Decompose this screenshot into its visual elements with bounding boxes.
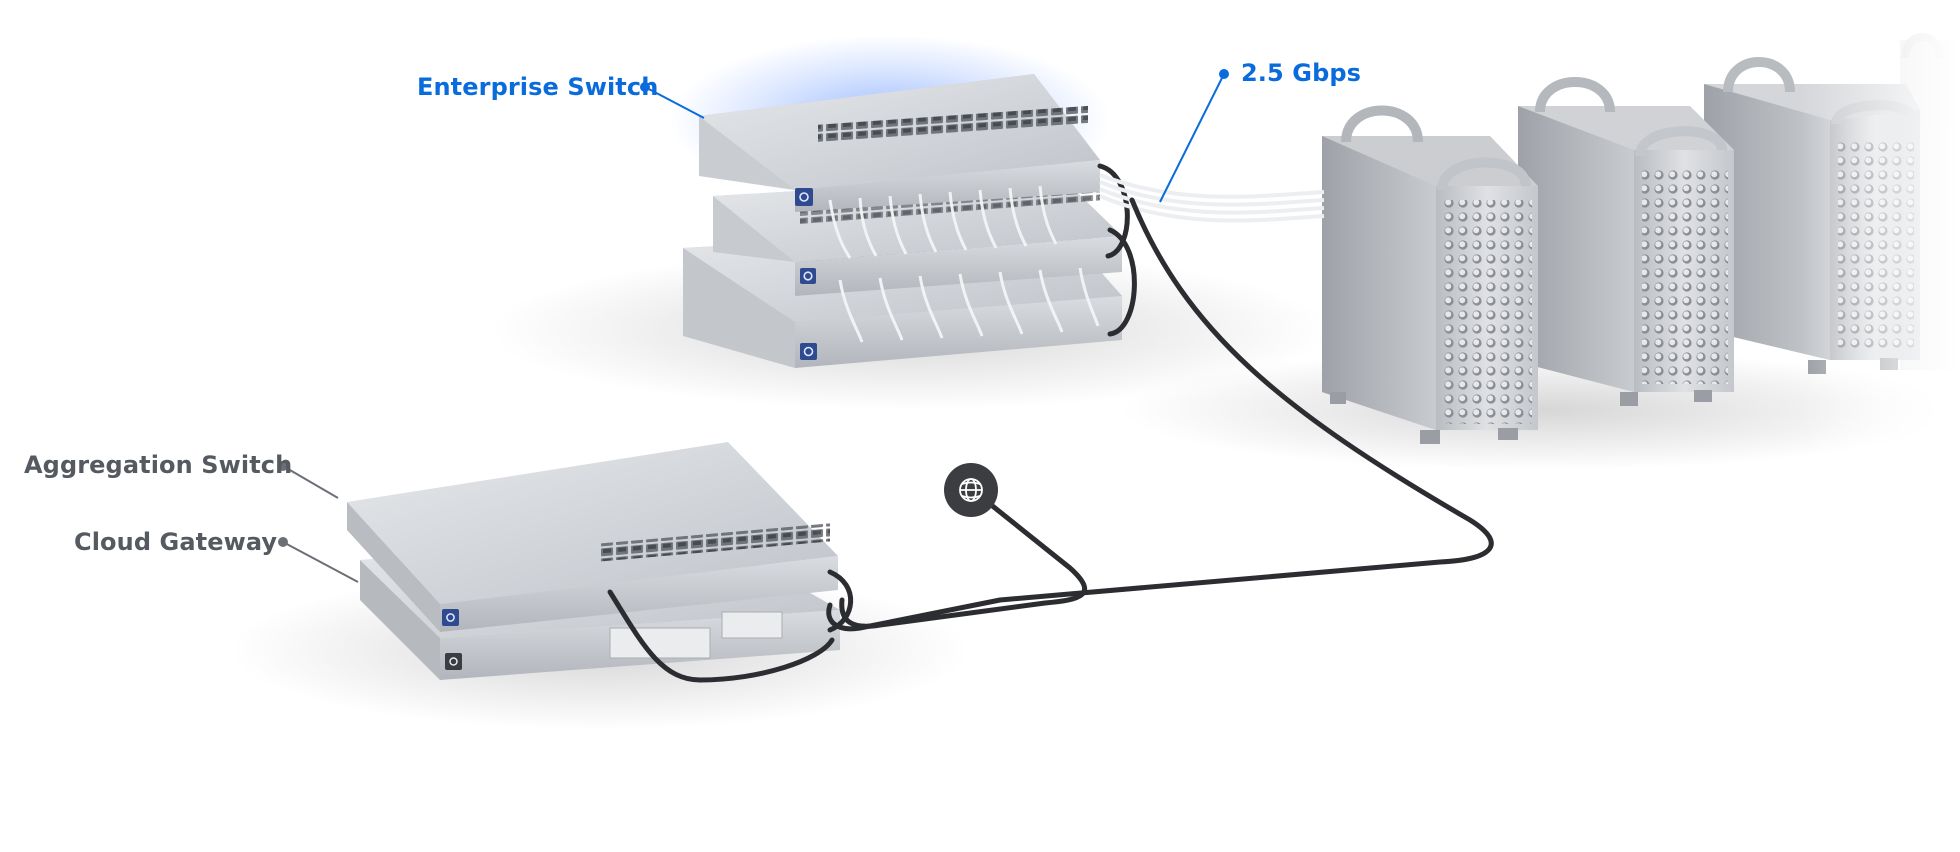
patch-cables <box>828 185 1100 343</box>
server-tower <box>1322 105 1538 444</box>
enterprise-switch-stack <box>670 35 1137 368</box>
fade-overlay <box>1800 20 1960 450</box>
globe-icon <box>959 478 983 502</box>
dark-network-cables <box>607 197 1494 683</box>
link-speed-label: 2.5 Gbps <box>1241 59 1362 87</box>
cloud-gateway-label: Cloud Gateway <box>74 528 278 556</box>
enterprise-switch-label: Enterprise Switch <box>417 73 659 101</box>
aggregation-switch-label: Aggregation Switch <box>24 451 293 479</box>
ubiquiti-logo-icon <box>800 268 816 284</box>
link-cables-2-5g <box>1099 173 1325 223</box>
server-tower <box>1518 77 1734 406</box>
ubiquiti-logo-icon <box>800 343 817 360</box>
enterprise-switch-device <box>699 74 1100 212</box>
ubiquiti-logo-icon <box>445 653 462 670</box>
uplink-cables <box>1097 163 1137 337</box>
callout-leaders <box>278 69 1229 583</box>
internet-node <box>944 463 998 517</box>
ubiquiti-logo-icon <box>442 609 459 626</box>
ubiquiti-logo-icon <box>795 188 813 206</box>
uplink-to-aggregation <box>826 197 1494 632</box>
server-towers <box>1322 20 1960 450</box>
local-loop-cable <box>607 589 835 683</box>
aggregation-switch-device <box>347 442 838 632</box>
gateway-stack <box>347 442 840 680</box>
